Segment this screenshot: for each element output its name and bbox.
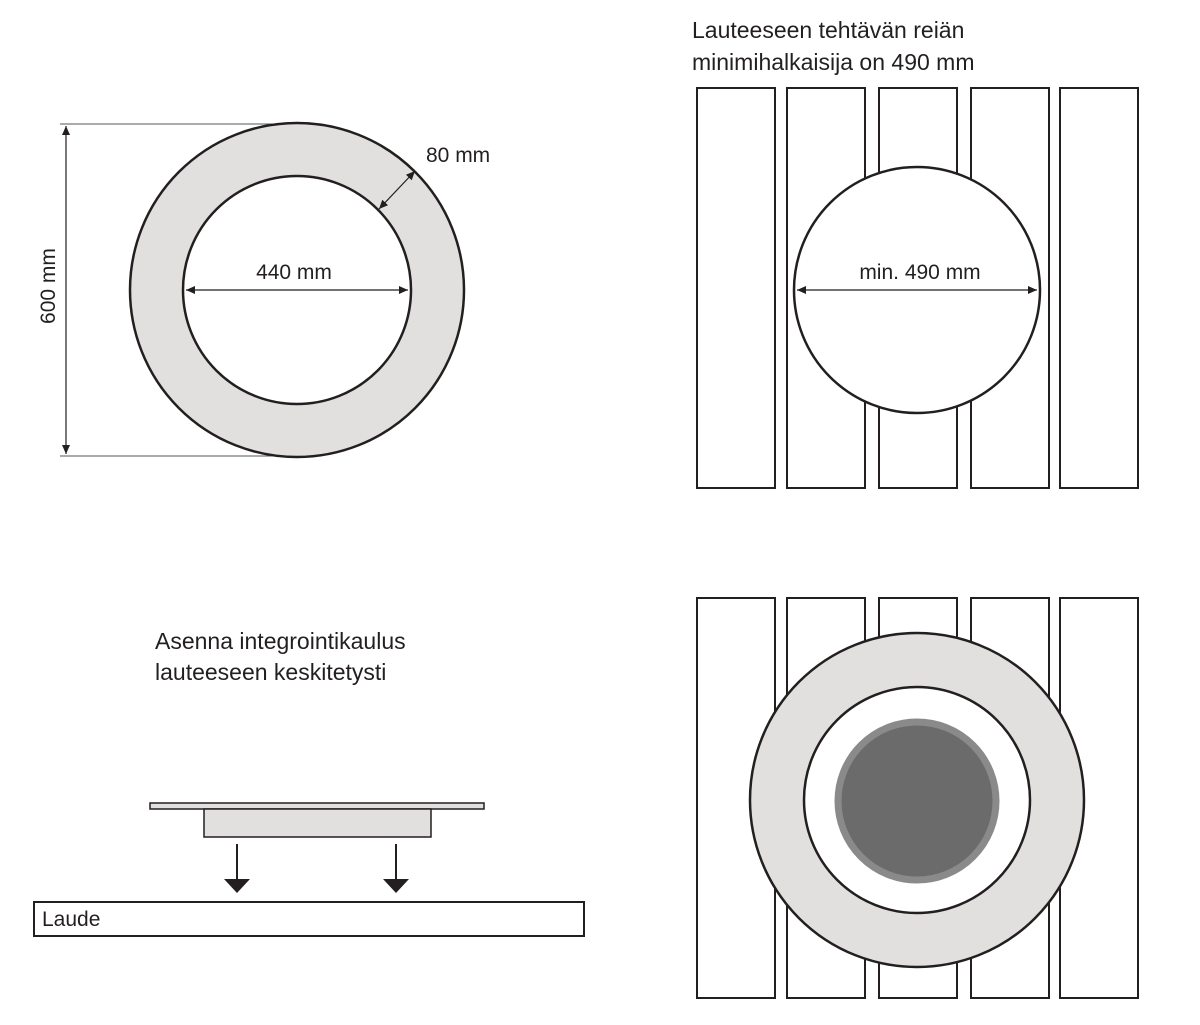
hole-diameter-label: min. 490 mm <box>859 261 980 284</box>
down-arrow-left <box>224 844 250 893</box>
outer-diameter-label: 600 mm <box>37 248 60 324</box>
installed-view-panel <box>696 597 1139 999</box>
bench-plank <box>1059 87 1139 489</box>
down-arrow-right <box>383 844 409 893</box>
instruction-line-2: lauteeseen keskitetysti <box>155 659 386 685</box>
bench-label: Laude <box>42 908 100 931</box>
inner-diameter-label: 440 mm <box>256 261 332 284</box>
ring-dimensions-panel: 600 mm 440 mm 80 mm <box>37 121 490 459</box>
bench-hole-heading-line-2: minimihalkaisija on 490 mm <box>692 49 975 75</box>
collar-body <box>203 808 432 838</box>
bench-hole-panel: Lauteeseen tehtävän reiän minimihalkaisi… <box>692 17 1139 489</box>
ring-width-label: 80 mm <box>426 144 490 167</box>
collar-flange <box>149 802 485 810</box>
instruction-line-1: Asenna integrointikaulus <box>155 628 406 654</box>
bench-board <box>33 901 585 937</box>
bench-hole-heading-line-1: Lauteeseen tehtävän reiän <box>692 17 964 43</box>
stove-top <box>834 718 1000 884</box>
bench-plank <box>696 87 776 489</box>
ring-width-dimension-line <box>378 170 416 210</box>
installation-panel: Asenna integrointikaulus lauteeseen kesk… <box>33 628 585 937</box>
